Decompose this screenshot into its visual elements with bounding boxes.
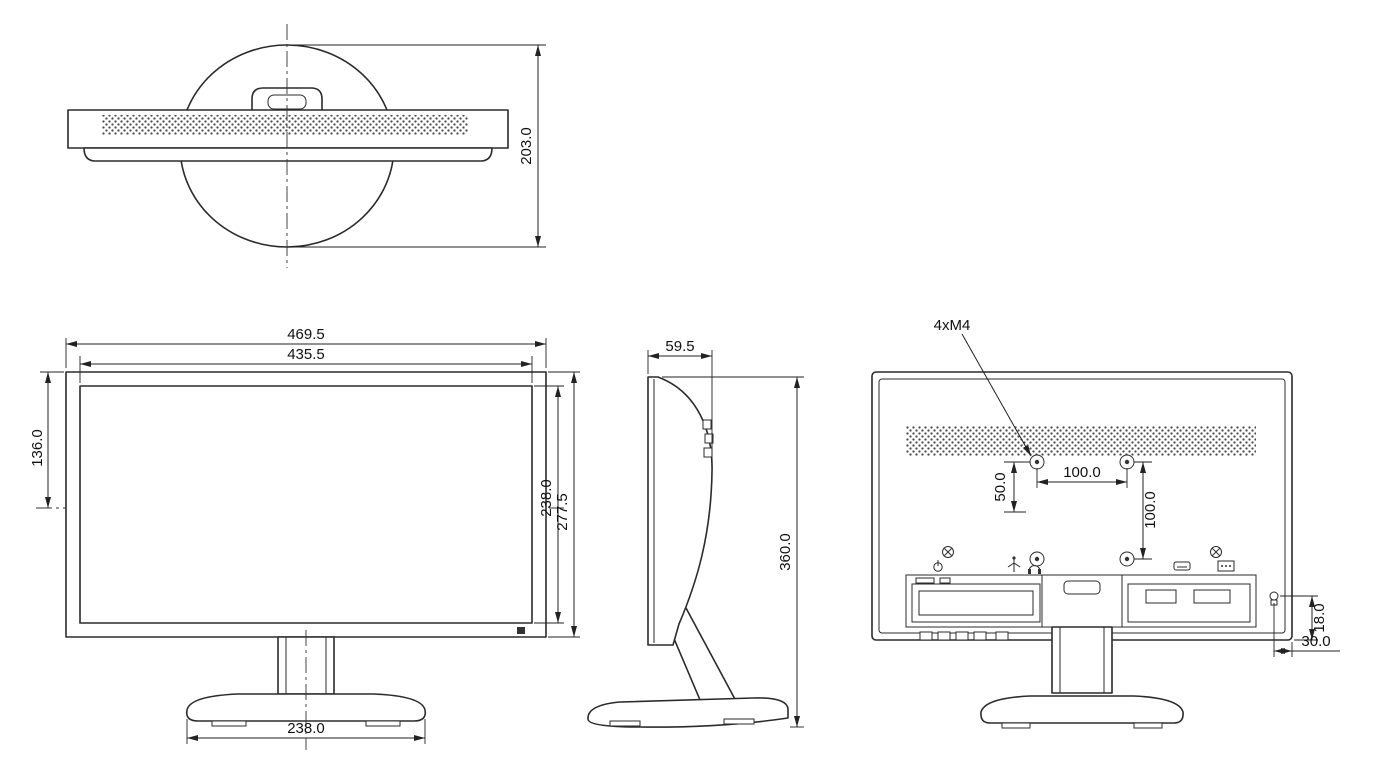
vesa-note: 4xM4	[934, 317, 1032, 457]
dim-label-top-height: 203.0	[518, 127, 535, 165]
vesa-hole-bottom-left	[1029, 551, 1045, 567]
power-icon	[933, 560, 943, 572]
dim-label-depth: 59.5	[665, 338, 694, 355]
dim-label-screen-width: 435.5	[287, 346, 325, 363]
dim-label-vesa-offset: 50.0	[992, 472, 1009, 501]
stand-mount-tab	[1063, 580, 1101, 595]
front-base-foot-right	[365, 720, 401, 727]
side-base-foot-left	[609, 720, 641, 727]
usb-icon	[1007, 556, 1021, 572]
io-recess-right	[1127, 583, 1251, 623]
power-inlet-recess	[911, 583, 1041, 623]
vesa-hole-bottom-right	[1119, 551, 1135, 567]
dim-vesa-horizontal: 100.0	[1036, 464, 1128, 488]
headphone-icon	[1028, 565, 1041, 574]
rear-stand-neck	[1051, 626, 1113, 694]
dim-label-overall-height: 277.5	[554, 493, 571, 531]
vesa-hole-top-right	[1119, 454, 1135, 470]
hdmi-icon	[1173, 561, 1191, 571]
dim-label-total-height: 360.0	[777, 533, 794, 571]
front-stand-base	[185, 693, 427, 722]
side-button-1	[702, 419, 712, 430]
screw-icon-right	[1210, 546, 1222, 558]
dim-front-overall-width: 469.5	[65, 326, 547, 368]
side-button-2	[704, 433, 714, 444]
dim-front-screen-height: 238.0	[534, 385, 564, 624]
dim-label-overall-width: 469.5	[287, 326, 325, 343]
rear-vent-grille	[906, 426, 1256, 456]
vga-icon	[1217, 560, 1235, 572]
brand-mark	[517, 627, 525, 634]
dim-label-vesa-vertical: 100.0	[1142, 491, 1159, 529]
side-base-foot-right	[723, 718, 755, 725]
dim-front-overall-height: 277.5	[548, 371, 580, 638]
dim-label-screen-height: 238.0	[538, 479, 555, 517]
dim-side-total-height: 360.0	[662, 376, 804, 728]
front-view: 469.5 435.5 136.0 238.0 277.5	[29, 326, 580, 750]
side-view: 59.5 360.0	[587, 338, 804, 728]
front-base-foot-left	[211, 720, 247, 727]
dim-lock-right: 30.0	[1273, 603, 1340, 657]
speaker-grille	[102, 115, 468, 135]
vesa-hole-top-left	[1029, 454, 1045, 470]
dim-side-depth: 59.5	[647, 338, 713, 468]
dim-top-height: 203.0	[292, 44, 546, 248]
dim-front-upper-height: 136.0	[29, 371, 64, 508]
dim-vesa-vertical: 100.0	[1134, 461, 1159, 560]
dim-label-vesa-horizontal: 100.0	[1063, 464, 1101, 481]
dim-label-base-width: 238.0	[287, 720, 325, 737]
dim-label-lock-right: 30.0	[1301, 633, 1330, 650]
dim-label-upper-height: 136.0	[29, 429, 46, 467]
side-button-3	[703, 447, 713, 458]
port-cutout-small-1	[915, 577, 935, 584]
osd-buttons	[919, 631, 1009, 641]
vesa-note-label: 4xM4	[934, 317, 971, 334]
rear-stand-base	[980, 695, 1184, 724]
vga-port-cutout	[1193, 589, 1231, 604]
port-cutout-small-2	[939, 577, 951, 584]
dim-label-lock-bottom: 18.0	[1311, 603, 1328, 632]
side-profile	[647, 376, 713, 646]
rear-base-foot-right	[1133, 722, 1163, 729]
screw-icon-left	[942, 546, 954, 558]
stand-mount-bracket	[1041, 574, 1123, 628]
power-inlet-cutout	[918, 590, 1034, 616]
dim-vesa-offset: 50.0	[992, 461, 1030, 513]
dim-front-screen-width: 435.5	[79, 346, 533, 383]
front-screen	[79, 385, 533, 624]
hdmi-port-cutout	[1145, 589, 1177, 604]
dim-front-base-width: 238.0	[186, 719, 426, 744]
dim-lock-bottom: 18.0	[1280, 595, 1328, 641]
top-view: 203.0	[67, 24, 546, 268]
rear-base-foot-left	[1001, 722, 1031, 729]
rear-view: 4xM4 100.0 50.0 100.0	[871, 317, 1340, 729]
monitor-top-front-lip	[83, 147, 493, 162]
